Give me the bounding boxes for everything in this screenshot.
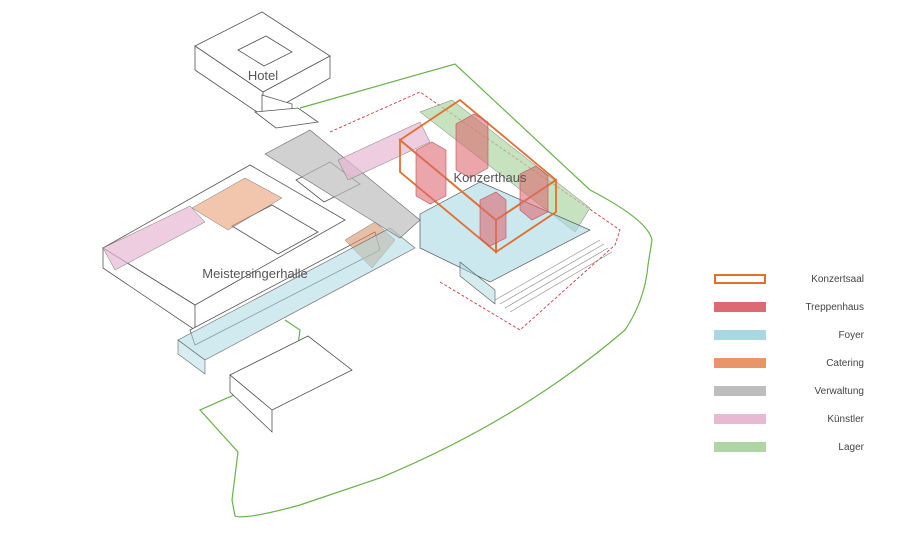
konzerthaus-plot-boundary <box>329 91 621 331</box>
legend-label: Treppenhaus <box>805 301 864 313</box>
legend-swatch <box>714 442 766 452</box>
stairs <box>494 239 613 313</box>
legend-swatch <box>714 386 766 396</box>
legend-swatch <box>714 302 766 312</box>
legend-label: Verwaltung <box>814 385 864 397</box>
legend-item: Catering <box>714 356 864 370</box>
legend-label: Künstler <box>827 413 864 425</box>
hotel-label: Hotel <box>248 68 278 83</box>
konzerthaus-label: Konzerthaus <box>454 170 527 185</box>
legend-label: Catering <box>826 357 864 369</box>
kuenstler-zone-left <box>102 205 206 271</box>
legend-item: Konzertsaal <box>714 272 864 286</box>
legend-item: Treppenhaus <box>714 300 864 314</box>
legend-label: Foyer <box>838 329 864 341</box>
foyer-zone-msh-side <box>177 339 206 375</box>
treppenhaus-towers <box>415 113 549 247</box>
legend-swatch <box>714 358 766 368</box>
foyer-zone-kh-front <box>459 261 496 305</box>
legend-label: Lager <box>838 441 864 453</box>
meistersingerhalle-label: Meistersingerhalle <box>202 266 308 281</box>
legend-item: Verwaltung <box>714 384 864 398</box>
legend-item: Lager <box>714 440 864 454</box>
legend-item: Künstler <box>714 412 864 426</box>
legend-label: Konzertsaal <box>811 273 864 285</box>
legend-item: Foyer <box>714 328 864 342</box>
hotel-building <box>194 11 331 129</box>
legend-swatch <box>714 274 766 284</box>
legend-swatch <box>714 414 766 424</box>
legend-swatch <box>714 330 766 340</box>
site-boundary <box>198 63 653 518</box>
catering-zone-left <box>191 177 283 231</box>
kuenstler-zone-kh <box>337 121 431 181</box>
annex-building <box>229 335 353 433</box>
